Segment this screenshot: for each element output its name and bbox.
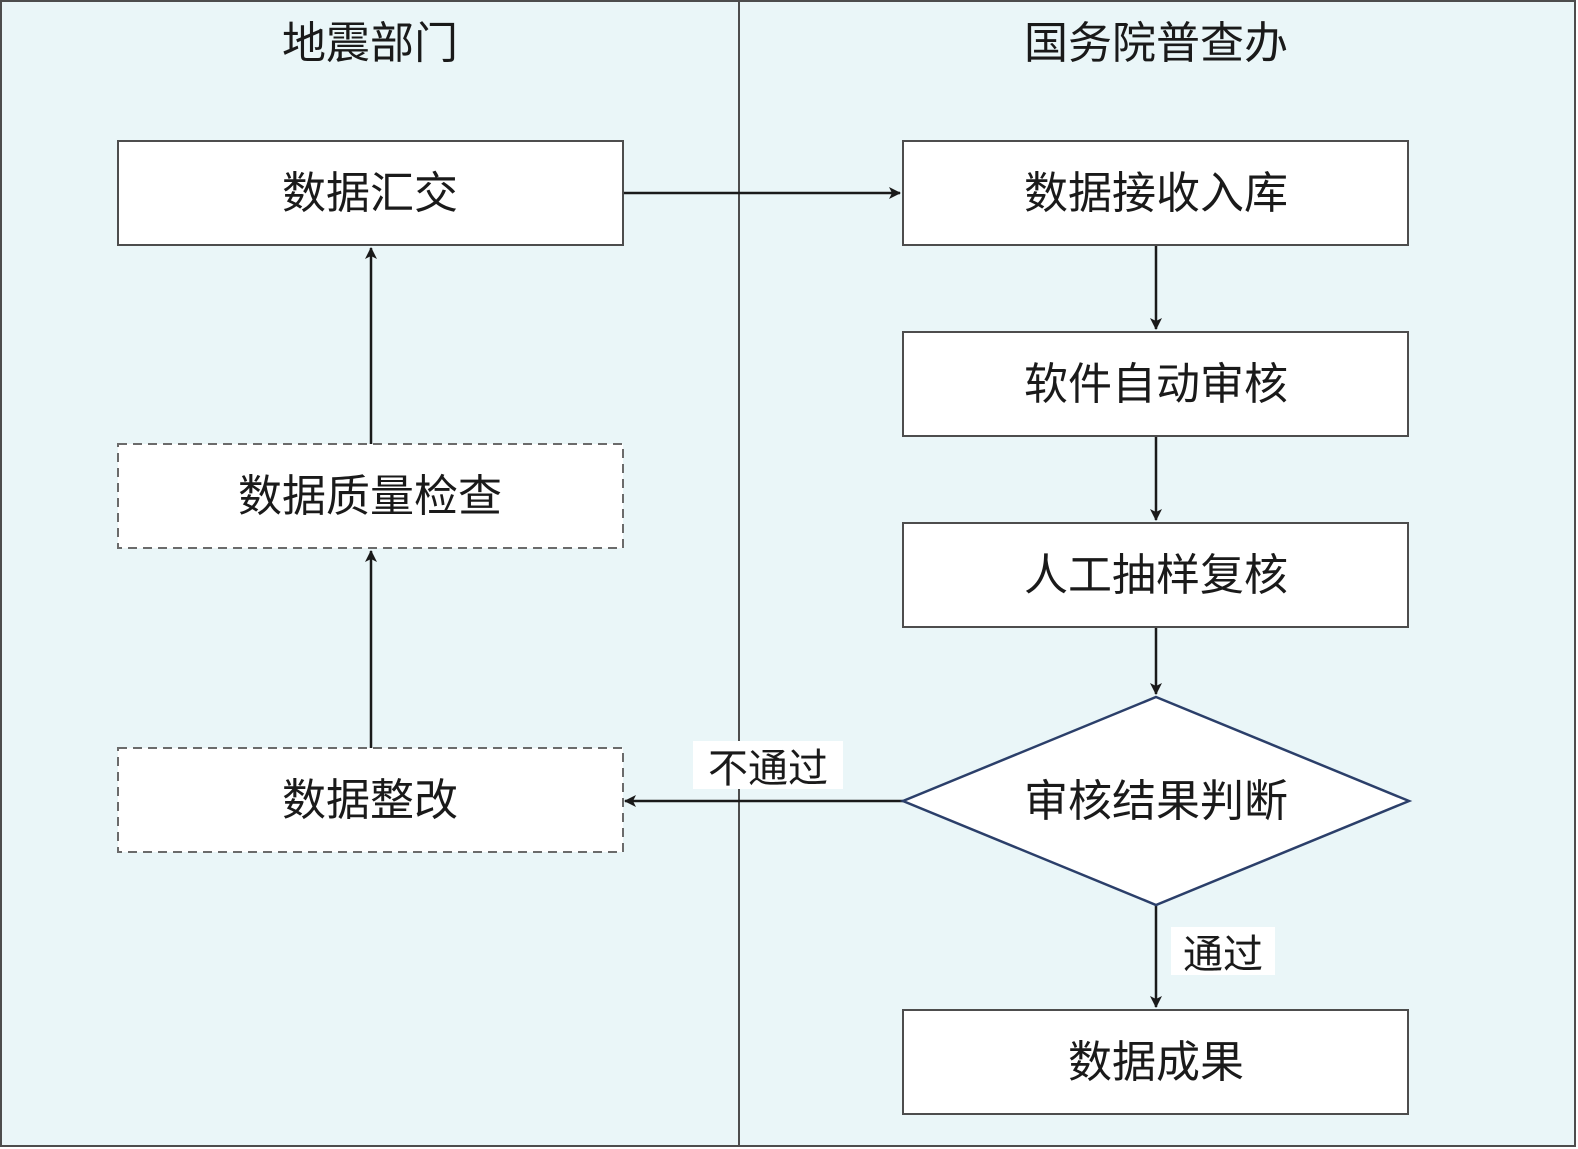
node-review-decision-label: 审核结果判断 [1024,776,1288,827]
node-rectify: 数据整改 [117,747,624,853]
node-results-label: 数据成果 [1068,1037,1244,1088]
node-rectify-label: 数据整改 [282,775,458,826]
node-results: 数据成果 [902,1009,1409,1115]
lane-title-census-office: 国务院普查办 [1024,18,1288,69]
node-review-decision: 审核结果判断 [899,695,1413,907]
node-manual-review-label: 人工抽样复核 [1024,550,1288,601]
node-manual-review: 人工抽样复核 [902,522,1409,628]
lane-title-seismic-department: 地震部门 [282,18,458,69]
node-receive-store-label: 数据接收入库 [1024,168,1288,219]
node-auto-review: 软件自动审核 [902,331,1409,437]
node-receive-store: 数据接收入库 [902,140,1409,246]
node-auto-review-label: 软件自动审核 [1024,359,1288,410]
edge-label-fail-text: 不通过 [708,746,828,792]
node-quality-check-label: 数据质量检查 [238,471,502,522]
node-data-submit-label: 数据汇交 [282,168,458,219]
edge-label-pass: 通过 [1171,927,1275,978]
node-quality-check: 数据质量检查 [117,443,624,549]
edge-label-fail: 不通过 [693,741,843,792]
node-data-submit: 数据汇交 [117,140,624,246]
edge-label-pass-text: 通过 [1183,932,1263,978]
